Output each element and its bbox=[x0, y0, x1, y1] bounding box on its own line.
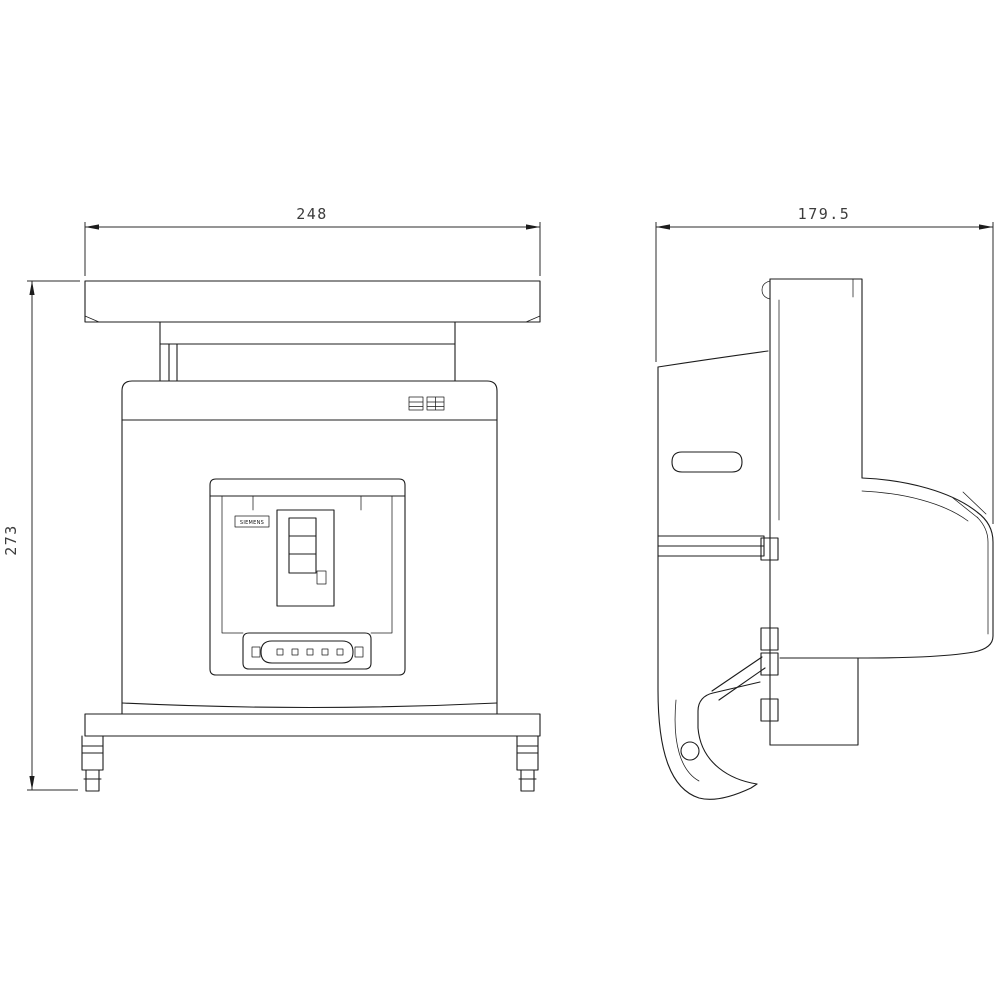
latch-clips bbox=[760, 537, 779, 722]
base-plate bbox=[84, 702, 541, 737]
rocker-toggle bbox=[288, 517, 317, 574]
flange-outline bbox=[84, 280, 541, 323]
rear-bulge-chamfer-ticks bbox=[952, 491, 987, 519]
rear-bulge-inner-curve bbox=[861, 490, 969, 522]
side-view bbox=[657, 278, 994, 800]
rocker-housing bbox=[276, 509, 335, 607]
operator-panel-outline bbox=[209, 478, 406, 676]
flange-bevels bbox=[84, 315, 541, 323]
height-dimension: 273 bbox=[2, 280, 80, 791]
depth-dimension-label: 179.5 bbox=[798, 205, 851, 223]
rear-bulge-outline bbox=[857, 477, 994, 659]
din-foot-inner bbox=[697, 681, 761, 785]
width-dimension-label: 248 bbox=[296, 205, 328, 223]
height-extension-lines bbox=[27, 280, 80, 791]
din-foot-hole bbox=[680, 741, 700, 761]
bracket-slot bbox=[671, 451, 743, 473]
width-dimension: 248 bbox=[84, 205, 541, 276]
connector-strip bbox=[260, 640, 354, 664]
accessory-slot-outline bbox=[242, 632, 372, 670]
left-foot bbox=[81, 735, 104, 792]
depth-dimension: 179.5 bbox=[655, 205, 994, 524]
din-foot-inner-slot bbox=[674, 699, 700, 782]
right-foot bbox=[516, 735, 539, 792]
rear-bulge-wall-line bbox=[976, 516, 989, 635]
din-foot-spring-clip bbox=[711, 656, 766, 701]
operator-panel-inner-walls bbox=[221, 495, 393, 634]
side-top-hook bbox=[761, 280, 771, 300]
depth-extension-lines bbox=[655, 222, 994, 524]
body-bottom-edge bbox=[121, 702, 498, 709]
rocker-indicator bbox=[316, 570, 327, 585]
side-bottom-edge bbox=[769, 657, 859, 746]
side-body-top-right bbox=[769, 278, 863, 479]
width-extension-lines bbox=[84, 222, 541, 276]
din-foot-outer bbox=[657, 644, 758, 800]
terminal-marking-icon bbox=[408, 396, 445, 411]
bracket-top-edge bbox=[657, 350, 769, 368]
connector-end-tabs bbox=[251, 646, 364, 658]
terminal-block bbox=[657, 535, 765, 557]
brand-label-box bbox=[234, 515, 270, 528]
height-dimension-label: 273 bbox=[2, 524, 20, 556]
front-view: SIEMENS bbox=[81, 280, 541, 792]
body-outline bbox=[121, 380, 498, 704]
brand-label: SIEMENS bbox=[240, 520, 264, 526]
neck-outline bbox=[159, 321, 456, 382]
connector-pins bbox=[276, 648, 344, 656]
